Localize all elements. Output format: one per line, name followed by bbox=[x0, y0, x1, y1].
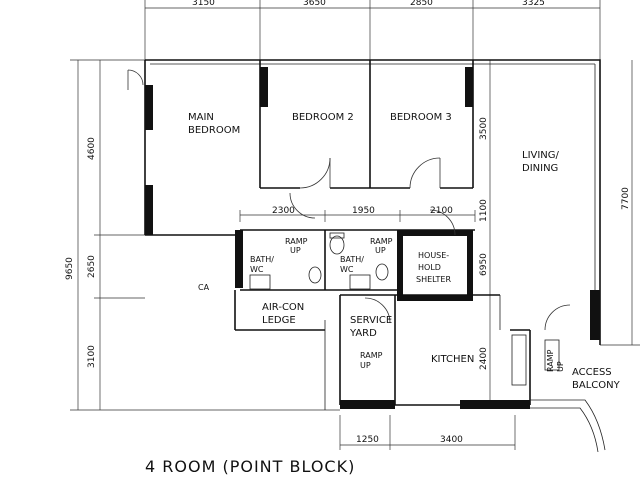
dim-right-inner-1: 3500 bbox=[479, 117, 489, 140]
dim-left-inner-1: 4600 bbox=[87, 137, 97, 160]
dim-top-1: 3150 bbox=[192, 0, 215, 8]
kitchen-label: KITCHEN bbox=[431, 354, 474, 365]
bathroom-fixtures bbox=[249, 232, 389, 290]
ramp-label-1a: RAMP bbox=[285, 237, 308, 246]
household-shelter-label-1: HOUSE- bbox=[418, 251, 449, 260]
outer-walls bbox=[144, 59, 601, 409]
dim-right-inner-2: 1100 bbox=[479, 199, 489, 222]
dim-top-3: 2850 bbox=[410, 0, 433, 8]
ramp-label-4a: RAMP bbox=[546, 349, 555, 372]
bath-wc-1-label-1: BATH/ bbox=[250, 255, 274, 264]
ramp-label-1b: UP bbox=[290, 246, 301, 255]
living-dining-label-1: LIVING/ bbox=[522, 150, 560, 161]
dim-bottom-1: 1250 bbox=[356, 435, 379, 445]
dim-top-4: 3325 bbox=[522, 0, 545, 8]
living-dining-label-2: DINING bbox=[522, 163, 558, 174]
door-swings bbox=[127, 69, 571, 331]
household-shelter-label-3: SHELTER bbox=[416, 275, 451, 284]
main-bedroom-label-1: MAIN bbox=[188, 112, 214, 123]
access-balcony-label-1: ACCESS bbox=[572, 367, 612, 378]
dim-kitchen-height: 2400 bbox=[479, 347, 489, 370]
ramp-label-3b: UP bbox=[360, 361, 371, 370]
dim-left-inner-2: 2650 bbox=[87, 255, 97, 278]
dim-right-outer: 7700 bbox=[621, 187, 631, 210]
aircon-ledge-label-2: LEDGE bbox=[262, 315, 296, 326]
ramp-label-3a: RAMP bbox=[360, 351, 383, 360]
ca-label: CA bbox=[198, 283, 210, 292]
bedroom-3-label: BEDROOM 3 bbox=[390, 112, 452, 123]
dim-left-outer: 9650 bbox=[65, 257, 75, 280]
dim-right-inner-3: 6950 bbox=[479, 253, 489, 276]
plan-caption: 4 ROOM (POINT BLOCK) bbox=[145, 457, 355, 476]
right-dimension-lines bbox=[489, 60, 640, 400]
service-yard-label-1: SERVICE bbox=[350, 315, 392, 326]
household-shelter-label-2: HOLD bbox=[418, 263, 441, 272]
dim-bottom-2: 3400 bbox=[440, 435, 463, 445]
dim-mid-1: 2300 bbox=[272, 206, 295, 216]
bath-wc-2-label-2: WC bbox=[340, 265, 354, 274]
ramp-label-2a: RAMP bbox=[370, 237, 393, 246]
dim-mid-3: 2100 bbox=[430, 206, 453, 216]
top-dimension-line bbox=[144, 0, 601, 60]
ramp-label-2b: UP bbox=[375, 246, 386, 255]
main-bedroom-label-2: BEDROOM bbox=[188, 125, 240, 136]
dim-top-2: 3650 bbox=[303, 0, 326, 8]
ramp-label-4b: UP bbox=[556, 361, 565, 372]
access-balcony-label-2: BALCONY bbox=[572, 380, 621, 391]
dim-left-inner-3: 3100 bbox=[87, 345, 97, 368]
aircon-ledge-label-1: AIR-CON bbox=[262, 302, 304, 313]
mid-dimension-line bbox=[239, 210, 476, 222]
dim-mid-2: 1950 bbox=[352, 206, 375, 216]
bedroom-2-label: BEDROOM 2 bbox=[292, 112, 354, 123]
bath-wc-1-label-2: WC bbox=[250, 265, 264, 274]
interior-walls bbox=[234, 60, 560, 410]
service-yard-label-2: YARD bbox=[349, 328, 377, 339]
access-balcony-edge bbox=[530, 399, 606, 453]
bath-wc-2-label-1: BATH/ bbox=[340, 255, 364, 264]
bottom-dimension-line bbox=[339, 415, 516, 450]
left-dimension-lines bbox=[70, 59, 340, 411]
